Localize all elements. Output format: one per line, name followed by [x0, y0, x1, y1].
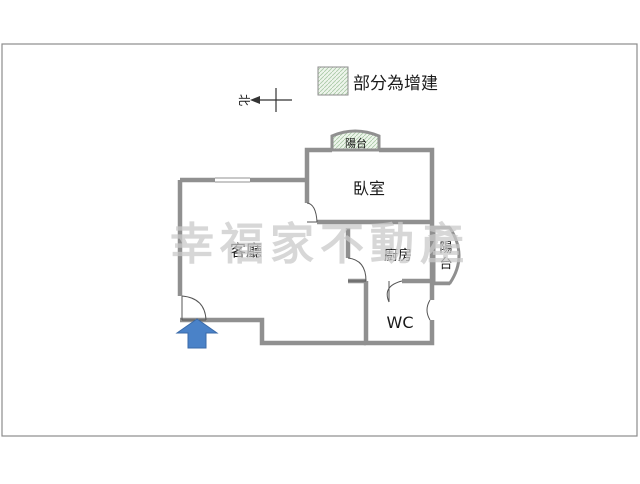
- watermark: 幸福家不動產: [170, 219, 470, 270]
- north-arrow-icon: [250, 88, 292, 112]
- balcony-side: 陽 台: [432, 226, 461, 285]
- legend-label: 部分為增建: [353, 74, 438, 94]
- room-label-wc: WC: [387, 313, 414, 332]
- doors: [181, 202, 431, 321]
- room-label-kitchen: 廚房: [384, 247, 412, 264]
- balcony-side-label-1: 陽: [439, 241, 452, 256]
- compass-label: 北: [237, 94, 251, 106]
- room-label-living: 客廳: [230, 241, 262, 260]
- room-label-bedroom: 臥室: [353, 179, 385, 198]
- outer-frame: [1, 43, 638, 437]
- balcony-side-label-2: 台: [439, 257, 452, 272]
- entrance-arrow-icon: [175, 318, 219, 349]
- balcony-top-label: 陽台: [345, 136, 367, 150]
- balcony-top: 陽台: [330, 129, 381, 152]
- legend-swatch: [317, 66, 349, 96]
- window: [215, 177, 250, 183]
- compass: 北: [237, 88, 292, 112]
